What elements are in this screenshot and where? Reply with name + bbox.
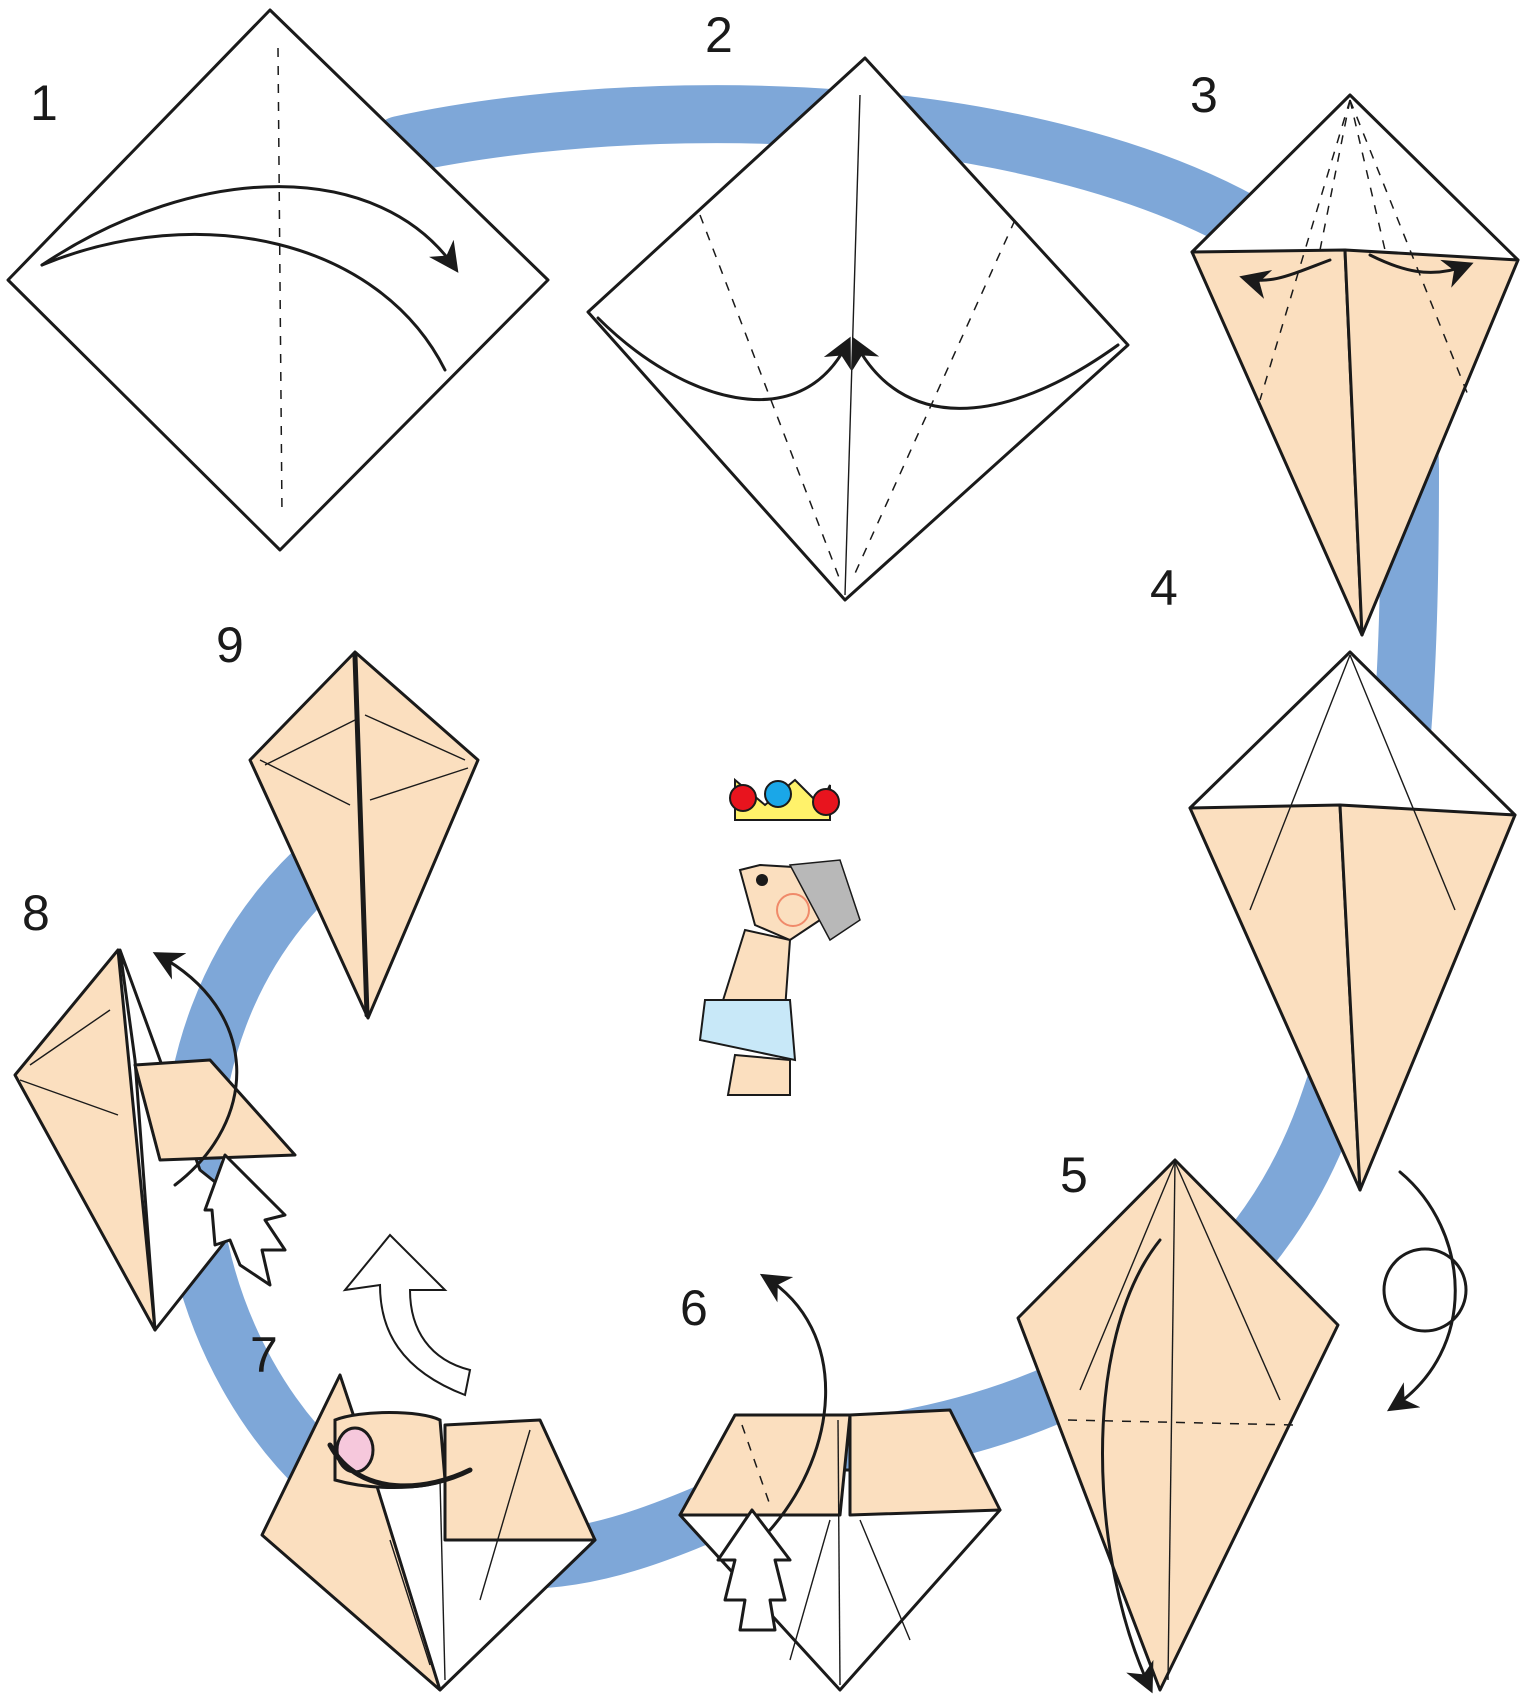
shorts [700, 1000, 795, 1060]
kite-top [1190, 652, 1515, 815]
top-flap-left [680, 1415, 850, 1515]
eye [756, 874, 768, 886]
step-7: 7 [250, 1235, 595, 1690]
step-number-4: 4 [1150, 560, 1178, 616]
turn-over-icon [1384, 1172, 1466, 1408]
step-3: 3 [1190, 67, 1518, 635]
step-6: 6 [680, 1277, 1000, 1690]
step-number-6: 6 [680, 1280, 708, 1336]
body [720, 930, 790, 1010]
step-number-9: 9 [216, 617, 244, 673]
step-number-8: 8 [22, 885, 50, 941]
step-number-3: 3 [1190, 67, 1218, 123]
step-number-7: 7 [250, 1327, 278, 1383]
top-right-flap [445, 1420, 595, 1540]
crown-jewel-left [730, 785, 756, 811]
kite-right-flap [1340, 805, 1515, 1190]
step-number-2: 2 [705, 7, 733, 63]
step-1: 1 [8, 10, 548, 550]
king-mascot-icon [700, 780, 860, 1095]
crown-jewel-center [765, 781, 791, 807]
kite-left-flap [1192, 250, 1362, 635]
crown-jewel-right [813, 789, 839, 815]
kite-left-flap [1190, 805, 1360, 1190]
step-number-1: 1 [30, 75, 58, 131]
hollow-push-arrow-icon [345, 1235, 470, 1395]
step-number-5: 5 [1060, 1147, 1088, 1203]
legs [728, 1055, 790, 1095]
